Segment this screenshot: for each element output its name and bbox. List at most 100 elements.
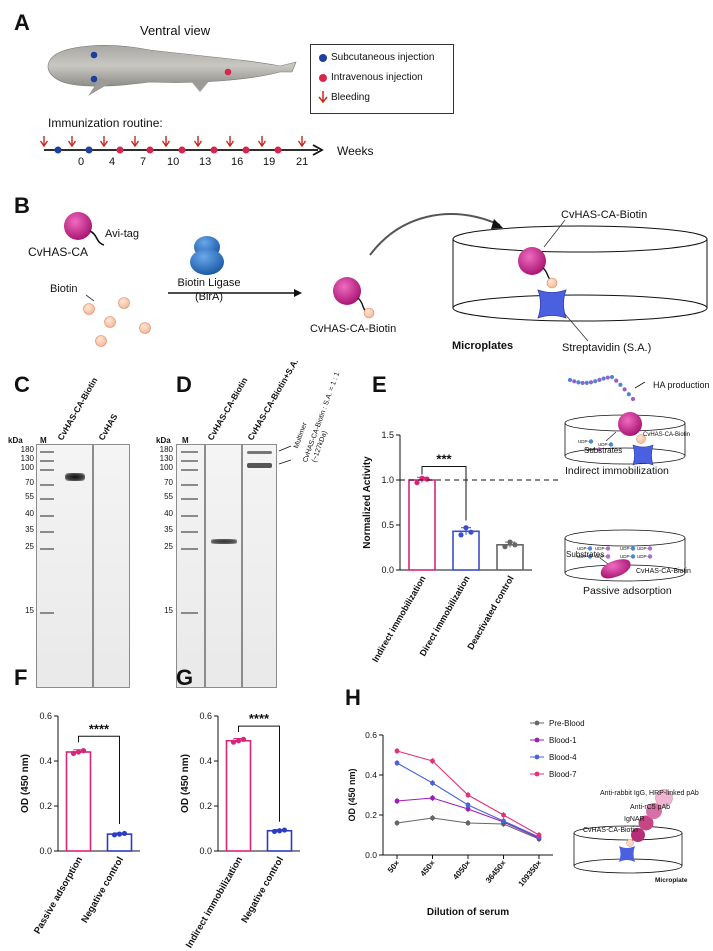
marker-size-label: 130: [20, 454, 34, 464]
data-point: [465, 806, 471, 812]
marker-size-label: 55: [164, 491, 173, 501]
caption-indirect: Indirect immobilization: [565, 465, 669, 477]
timeline-injection-dot: [210, 146, 218, 154]
ladder-band: [40, 451, 54, 454]
udp-label: UDP-: [595, 546, 607, 551]
gel-c-lane-1: CvHAS-CA-Biotin: [55, 375, 100, 442]
x-tick-label: Direct immobilization: [418, 574, 472, 658]
ha-monomer: [576, 380, 581, 385]
week-tick-label: 19: [263, 156, 276, 168]
bleeding-arrow-head: [99, 140, 109, 148]
ladder-band: [181, 548, 198, 551]
udp-sugar: [647, 546, 653, 551]
x-tick-label: Indirect immobilization: [184, 855, 245, 950]
legend-entry: Blood-7: [549, 770, 577, 779]
ha-monomer: [572, 379, 577, 384]
data-point: [271, 828, 278, 835]
y-tick-label: 0.2: [39, 801, 52, 811]
cvhas-ca-label: CvHAS-CA: [28, 245, 89, 259]
y-tick-label: 0.2: [199, 801, 212, 811]
schematic-primary-ab: Anti-rC5 pAb: [630, 804, 671, 811]
bleeding-arrow-head: [67, 140, 77, 148]
bleeding-arrow-head: [257, 140, 267, 148]
timeline-injection-dot: [274, 146, 282, 154]
panel-label-a: A: [14, 10, 30, 35]
x-tick-label: Deactivated control: [465, 574, 515, 651]
ladder-band: [181, 451, 198, 454]
marker-size-label: 180: [20, 445, 34, 455]
panel-a-title: Ventral view: [140, 23, 211, 38]
bleeding-arrow-head: [193, 140, 203, 148]
week-tick-label: 0: [78, 156, 85, 168]
y-tick-label: 0.2: [365, 810, 377, 820]
avi-tag-label: Avi-tag: [105, 228, 140, 240]
udp-sugar: [587, 546, 593, 551]
legend-swatch-dot: [534, 754, 540, 760]
data-point: [430, 758, 435, 764]
significance-stars: ****: [249, 711, 270, 726]
ladder-band: [40, 460, 54, 463]
bar: [266, 829, 293, 852]
data-point: [121, 830, 128, 837]
subcutaneous-site-dot: [90, 51, 98, 59]
x-tick-label: Negative control: [79, 855, 126, 925]
ligase-abbr: (BirA): [194, 291, 224, 303]
timeline-injection-dot: [54, 146, 62, 154]
gel-d-kda: kDa: [156, 436, 171, 445]
week-tick-label: 10: [167, 156, 180, 168]
shark-illustration: [47, 45, 297, 96]
timeline-injection-dot: [116, 146, 124, 154]
y-tick-label: 0.6: [39, 711, 52, 721]
biotin-label: Biotin: [50, 283, 78, 295]
ha-monomer: [609, 374, 615, 380]
ladder-band: [40, 548, 54, 551]
marker-size-label: 40: [164, 509, 173, 519]
ladder-band: [181, 515, 198, 518]
udp-label: UDP-: [620, 554, 632, 559]
x-tick-label: 450×: [419, 858, 438, 878]
schematic-secondary-ab: Anti-rabbit IgG, HRP-linked pAb: [600, 790, 699, 797]
ha-monomer: [601, 376, 606, 381]
marker-size-label: 55: [25, 491, 34, 501]
week-tick-label: 4: [109, 156, 116, 168]
ladder-band: [181, 612, 198, 614]
y-tick-label: 1.0: [381, 475, 394, 485]
ha-monomer: [622, 387, 627, 392]
gel-d-lane1: [205, 444, 242, 688]
udp-label: UDP-: [586, 447, 598, 452]
marker-size-label: 130: [159, 454, 173, 464]
y-tick-label: 0.6: [199, 711, 212, 721]
ladder-band: [181, 530, 198, 533]
data-point: [430, 780, 435, 786]
udp-sugar: [630, 554, 636, 559]
panel-h-schematic: [573, 789, 683, 874]
y-axis-label: Normalized Activity: [362, 456, 373, 549]
data-point: [465, 820, 471, 826]
data-point: [240, 736, 247, 742]
gel-d-arrows: [278, 445, 292, 465]
substrates-label-1: Substrates: [584, 446, 623, 455]
y-tick-label: 0.4: [365, 770, 377, 780]
timeline-injection-dot: [242, 146, 250, 154]
data-point: [394, 820, 400, 826]
gel-d-band: [211, 539, 237, 544]
gel-c-marker-label: M: [40, 436, 47, 445]
data-point: [430, 815, 435, 821]
legend-swatch-dot: [534, 771, 540, 777]
plate-e-enzyme-label-2: CvHAS-CA-Biotin: [636, 568, 691, 575]
ladder-band: [40, 530, 54, 533]
udp-label: UDP-: [577, 554, 589, 559]
data-point: [111, 832, 118, 838]
gel-d-lane2: [242, 444, 277, 688]
udp-sugar: [647, 554, 653, 559]
immunization-timeline: [39, 136, 324, 156]
weeks-label: Weeks: [337, 144, 374, 158]
panel-a-legend: Subcutaneous injection Intravenous injec…: [310, 44, 454, 114]
week-tick-label: 21: [296, 156, 309, 168]
ladder-band: [40, 484, 54, 487]
chart-g: 0.00.20.40.6OD (450 nm)Indirect immobili…: [180, 711, 300, 950]
bleeding-arrow-head: [297, 140, 307, 148]
legend-subcutaneous: Subcutaneous injection: [331, 52, 435, 63]
udp-label: UDP-: [637, 554, 649, 559]
gel-d-annotation: Multimer CvHAS-CA-Biotin : S.A. = 1 : 1 …: [293, 371, 341, 463]
